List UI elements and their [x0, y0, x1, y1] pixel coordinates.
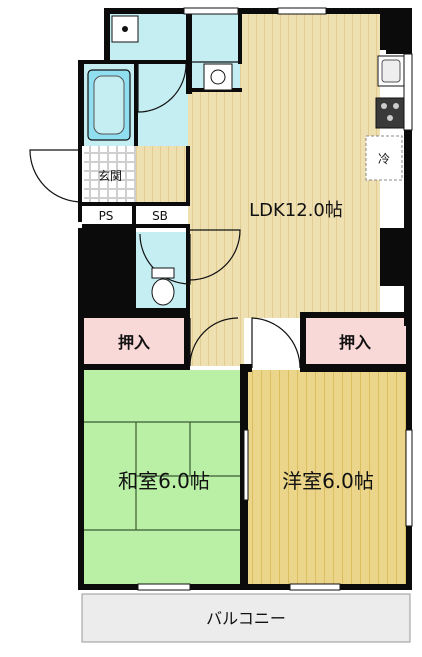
genkan-label: 玄関	[98, 168, 122, 183]
stove-icon	[375, 97, 405, 129]
washer-icon	[111, 15, 139, 43]
oshiire-right-floor	[304, 318, 408, 366]
oshiire-right-label: 押入	[339, 333, 371, 352]
toilet-icon	[151, 267, 175, 306]
genkan-floor	[84, 146, 136, 202]
youshitsu-floor	[248, 370, 408, 586]
balcony-floor	[81, 593, 411, 643]
sink-icon	[377, 55, 405, 87]
washitsu-label: 和室6.0帖	[118, 469, 210, 493]
tatami-lines	[84, 421, 244, 531]
ps-label: PS	[99, 209, 114, 223]
hallway-floor	[136, 146, 188, 202]
sb-label: SB	[152, 209, 168, 223]
ldk-floor	[188, 14, 380, 366]
oshiire-left-label: 押入	[118, 333, 150, 352]
ldk-label: LDK12.0帖	[249, 200, 343, 221]
oshiire-left-floor	[84, 318, 188, 366]
fridge-icon	[365, 135, 403, 181]
windows	[137, 7, 413, 591]
washitsu-floor	[84, 370, 244, 586]
fridge-label: 冷	[378, 152, 390, 166]
balcony-label: バルコニー	[206, 609, 286, 628]
hallway-floor-lower	[186, 228, 196, 308]
bathtub-icon	[87, 69, 131, 141]
washbasin-icon	[203, 63, 233, 91]
youshitsu-label: 洋室6.0帖	[282, 469, 374, 493]
